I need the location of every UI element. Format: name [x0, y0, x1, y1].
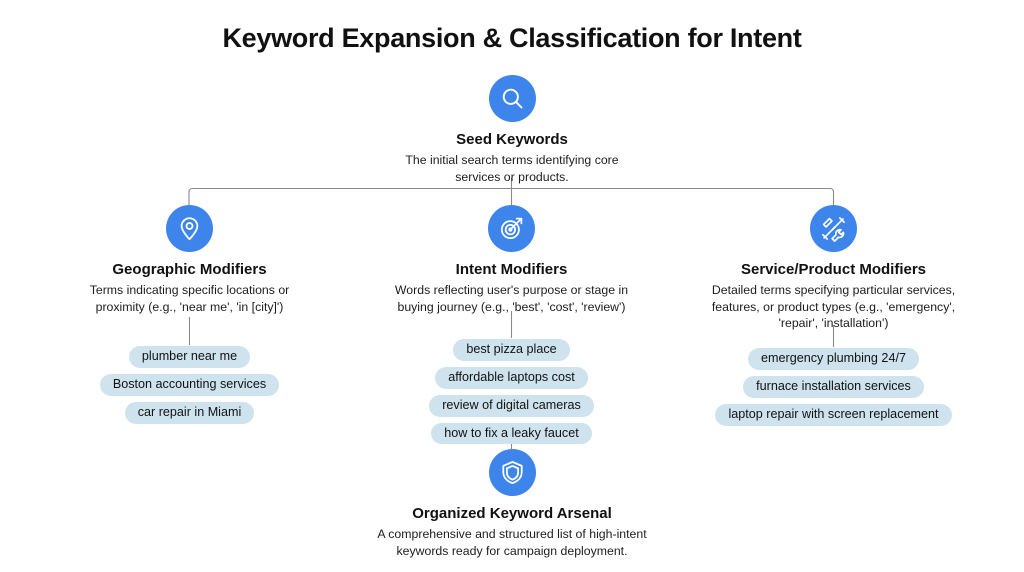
shield-icon [488, 449, 536, 496]
keyword-pill[interactable]: laptop repair with screen replacement [715, 403, 952, 426]
node-description: A comprehensive and structured list of h… [377, 527, 647, 558]
node-seed-keywords: Seed Keywords The initial search terms i… [352, 75, 672, 185]
keyword-list-service-product: emergency plumbing 24/7 furnace installa… [683, 348, 984, 426]
node-organized-keyword-arsenal: Organized Keyword Arsenal A comprehensiv… [342, 449, 682, 559]
keyword-pill[interactable]: how to fix a leaky faucet [431, 422, 592, 445]
node-intent-modifiers: Intent Modifiers Words reflecting user's… [361, 205, 662, 315]
hammer-wrench-icon [810, 205, 857, 252]
keyword-list-geographic: plumber near me Boston accounting servic… [39, 346, 340, 424]
node-title: Seed Keywords [456, 131, 568, 148]
node-title: Organized Keyword Arsenal [412, 505, 612, 522]
node-title: Intent Modifiers [455, 261, 568, 278]
node-geographic-modifiers: Geographic Modifiers Terms indicating sp… [39, 205, 340, 315]
node-title: Service/Product Modifiers [740, 261, 927, 278]
node-description: The initial search terms identifying cor… [405, 153, 619, 184]
node-description: Words reflecting user's purpose or stage… [394, 283, 629, 314]
keyword-pill[interactable]: furnace installation services [743, 375, 924, 398]
keyword-pill[interactable]: car repair in Miami [124, 401, 255, 424]
node-service-product-modifiers: Service/Product Modifiers Detailed terms… [683, 205, 984, 331]
location-pin-icon [166, 205, 213, 252]
keyword-pill[interactable]: review of digital cameras [429, 394, 594, 417]
keyword-pill[interactable]: best pizza place [453, 339, 570, 361]
node-description: Terms indicating specific locations or p… [89, 283, 290, 314]
node-title: Geographic Modifiers [112, 261, 267, 278]
search-icon [488, 75, 536, 122]
keyword-list-intent: best pizza place affordable laptops cost… [361, 339, 662, 445]
keyword-pill[interactable]: emergency plumbing 24/7 [748, 348, 919, 370]
target-icon [488, 205, 535, 252]
keyword-pill[interactable]: Boston accounting services [99, 373, 280, 396]
keyword-pill[interactable]: plumber near me [128, 346, 251, 368]
page-title: Keyword Expansion & Classification for I… [222, 23, 802, 53]
keyword-pill[interactable]: affordable laptops cost [435, 366, 588, 389]
node-description: Detailed terms specifying particular ser… [711, 283, 956, 330]
